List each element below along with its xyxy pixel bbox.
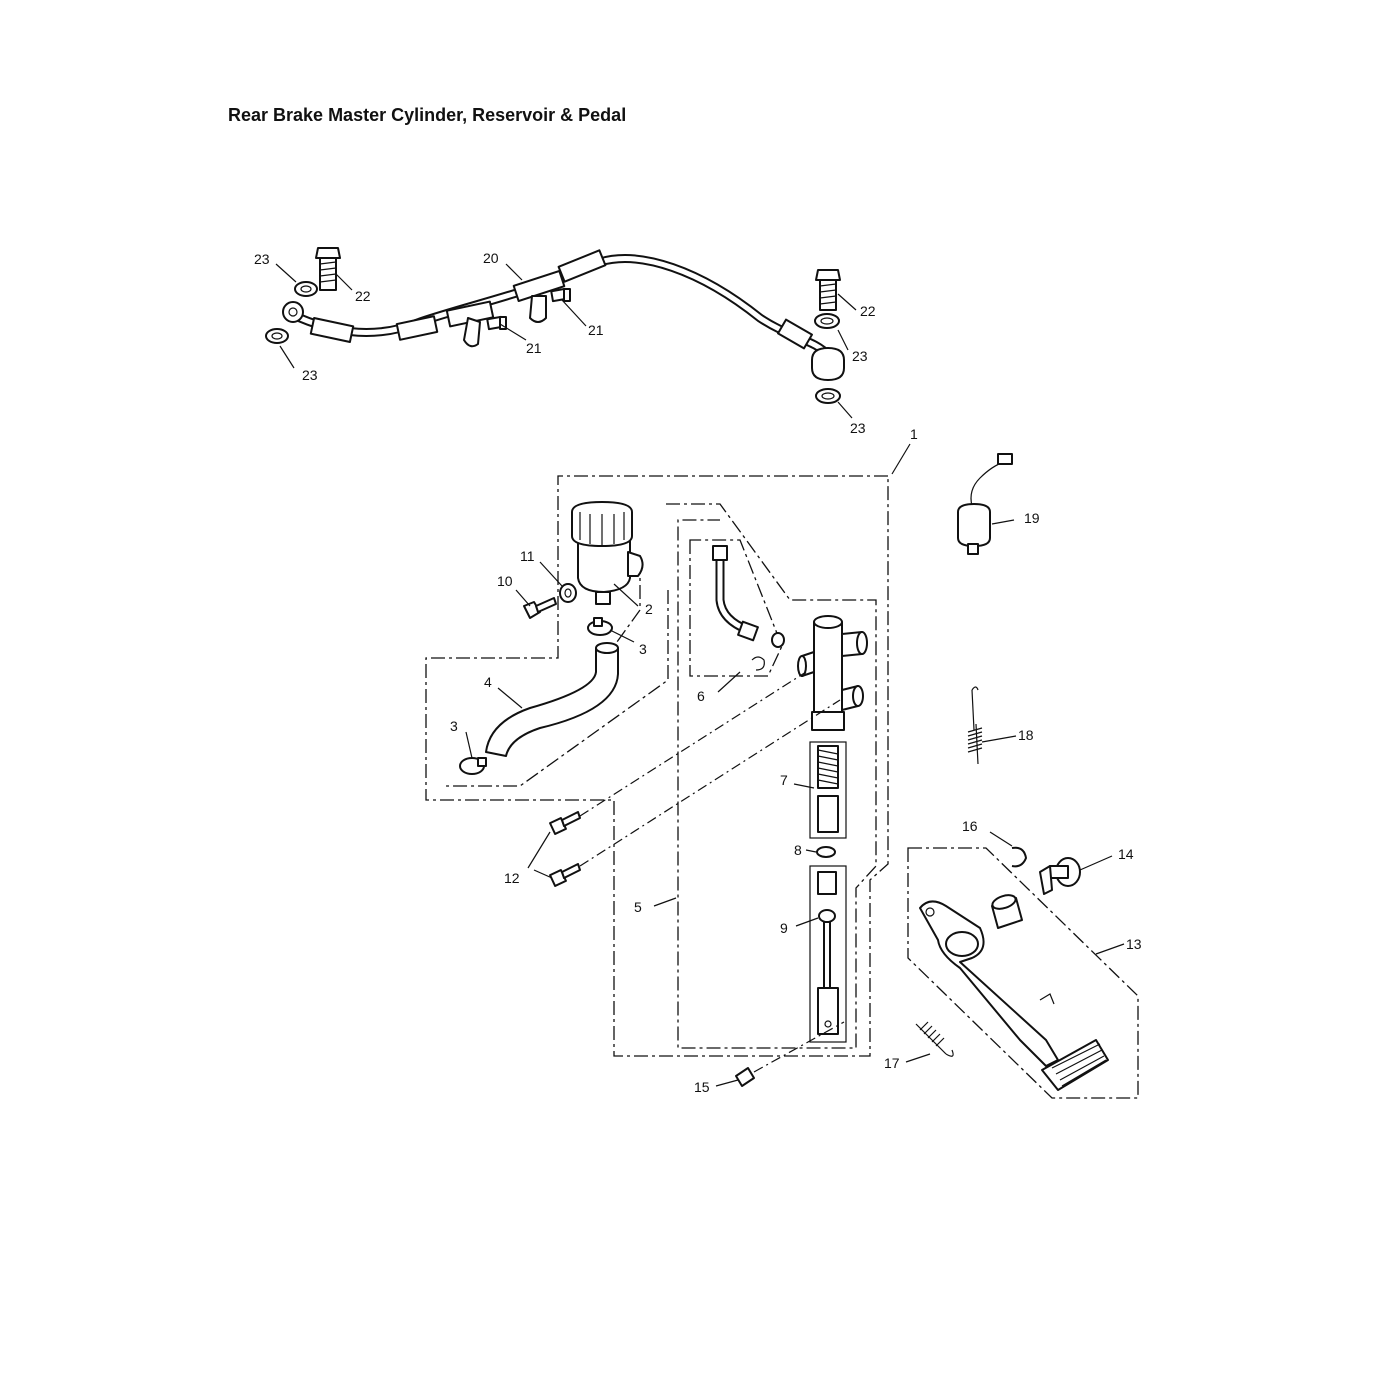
seal-8 (816, 846, 836, 858)
callout-3: 3 (639, 641, 647, 657)
callout-3: 3 (450, 718, 458, 734)
pivot-bolt-14 (1039, 857, 1081, 895)
boot (817, 871, 837, 895)
reservoir-hose-4-end (595, 642, 619, 654)
callout-8: 8 (794, 842, 802, 858)
banjo-fitting-right (811, 347, 845, 381)
clevis-hole (824, 1020, 832, 1028)
clevis-pin-15 (735, 1021, 845, 1087)
brake-hose-assembly (282, 249, 833, 360)
banjo-bolt-right (815, 269, 841, 311)
washer-11 (559, 583, 577, 603)
callout-12: 12 (504, 870, 520, 886)
hose-clip-3-lower (459, 757, 487, 775)
callout-2: 2 (645, 601, 653, 617)
brake-light-switch-19 (957, 453, 1013, 555)
washer-23-b (265, 328, 289, 344)
pivot-bush (991, 894, 1023, 929)
callout-19: 19 (1024, 510, 1040, 526)
washer-23-a-hole (300, 285, 312, 293)
brake-pedal-13 (919, 900, 1109, 1091)
group-outline-assembly-1 (425, 475, 889, 1057)
pushrod (823, 921, 831, 991)
callout-9: 9 (780, 920, 788, 936)
washer-11-hole (564, 588, 572, 598)
callout-15: 15 (694, 1079, 710, 1095)
mounting-bolt-12-upper (549, 811, 581, 835)
washer-23-c (814, 313, 840, 329)
reservoir-hose-4 (485, 647, 619, 757)
callout-16: 16 (962, 818, 978, 834)
callout-18: 18 (1018, 727, 1034, 743)
callout-23: 23 (254, 251, 270, 267)
mounting-bolt-12-lower (549, 863, 581, 887)
callout-22: 22 (860, 303, 876, 319)
callout-11: 11 (520, 548, 535, 564)
e-clip-16 (1011, 846, 1027, 868)
callout-23: 23 (302, 367, 318, 383)
return-spring-17 (915, 1021, 954, 1057)
spring-outline (817, 745, 839, 789)
bracket-screw-21-b (550, 287, 571, 303)
callout-7: 7 (780, 772, 788, 788)
bracket-screw-21-a (486, 315, 507, 331)
piston-kit-7-frame (809, 741, 847, 839)
washer-23-c-hole (820, 317, 834, 325)
callout-labels: 23 22 23 20 21 21 22 23 23 1 19 11 10 2 … (254, 250, 1142, 1095)
hose-clip-3-upper (587, 617, 613, 636)
bolt-10 (523, 597, 557, 619)
callout-20: 20 (483, 250, 499, 266)
reservoir (571, 501, 644, 605)
callout-21: 21 (588, 322, 604, 338)
bolt-centerlines (579, 671, 841, 867)
callout-6: 6 (697, 688, 705, 704)
clevis (817, 987, 839, 1035)
group-outline-hose-6 (689, 539, 783, 677)
callout-23: 23 (850, 420, 866, 436)
callout-4: 4 (484, 674, 492, 690)
callout-5: 5 (634, 899, 642, 915)
washer-23-b-hole (271, 332, 283, 340)
group-outline-pedal-13 (907, 847, 1139, 1099)
master-cylinder-body (797, 615, 868, 731)
washer-23-d (815, 388, 841, 404)
piston (817, 795, 839, 833)
pushrod-kit-9-frame (809, 865, 847, 1043)
callout-10: 10 (497, 573, 513, 589)
leader-lines (275, 263, 1125, 1087)
callout-21: 21 (526, 340, 542, 356)
page-title: Rear Brake Master Cylinder, Reservoir & … (228, 105, 627, 125)
hose-6 (712, 545, 785, 671)
banjo-bolt-left (315, 247, 341, 291)
washer-23-d-hole (821, 392, 835, 400)
callout-22: 22 (355, 288, 371, 304)
washer-23-a (294, 281, 318, 297)
return-spring-18 (967, 686, 983, 765)
group-outline-master-cylinder-5 (666, 503, 877, 1049)
callout-17: 17 (884, 1055, 900, 1071)
group-outline-reservoir (444, 560, 669, 787)
spring (817, 749, 839, 785)
callout-1: 1 (910, 426, 918, 442)
pushrod-washer (818, 909, 836, 923)
callout-13: 13 (1126, 936, 1142, 952)
callout-14: 14 (1118, 846, 1134, 862)
callout-23: 23 (852, 348, 868, 364)
